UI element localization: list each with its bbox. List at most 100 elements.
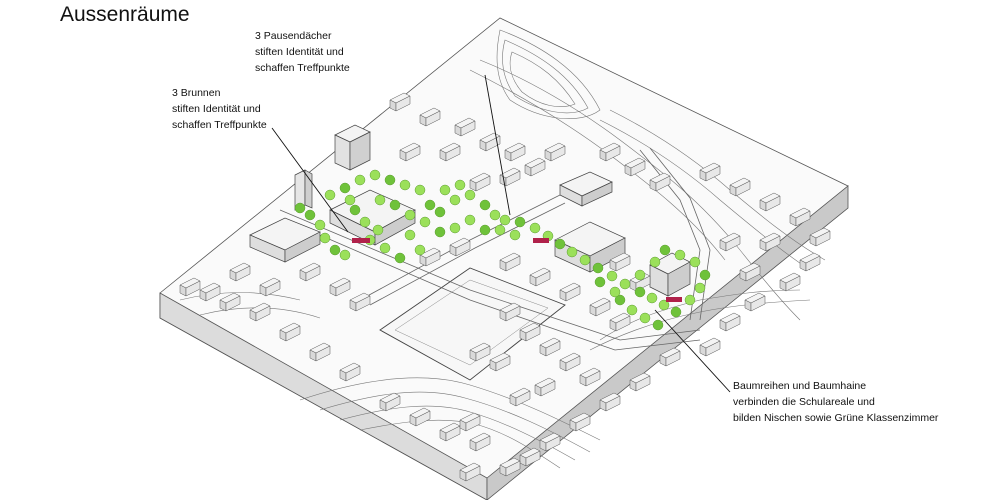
tree bbox=[339, 249, 351, 261]
house-wall bbox=[355, 295, 371, 312]
tree bbox=[329, 244, 341, 256]
house-wall bbox=[545, 340, 561, 357]
tree bbox=[349, 204, 361, 216]
tree bbox=[579, 254, 591, 266]
tree bbox=[670, 306, 682, 318]
tree bbox=[652, 319, 664, 331]
tree bbox=[434, 206, 446, 218]
sports-field bbox=[379, 267, 566, 381]
house-wall bbox=[545, 435, 561, 452]
tree bbox=[609, 286, 621, 298]
tree bbox=[659, 244, 671, 256]
house-wall bbox=[815, 230, 831, 247]
house-wall bbox=[505, 460, 521, 477]
house-wall bbox=[530, 160, 546, 177]
annotation-line: schaffen Treffpunkte bbox=[172, 119, 267, 131]
annotation-line: stiften Identität und bbox=[172, 103, 261, 115]
tree bbox=[592, 262, 604, 274]
house-wall bbox=[405, 145, 421, 162]
house-wall bbox=[505, 255, 521, 272]
house-wall bbox=[465, 465, 481, 482]
house-wall bbox=[505, 170, 521, 187]
tree bbox=[489, 209, 501, 221]
tree bbox=[694, 282, 706, 294]
tree bbox=[479, 224, 491, 236]
house-wall bbox=[765, 235, 781, 252]
tree bbox=[404, 209, 416, 221]
pause-roof bbox=[533, 238, 549, 243]
tree bbox=[658, 299, 670, 311]
tree bbox=[424, 199, 436, 211]
house-wall bbox=[205, 285, 221, 302]
house-wall bbox=[635, 375, 651, 392]
annotation-line: bilden Nischen sowie Grüne Klassenzimmer bbox=[733, 412, 939, 424]
house-wall bbox=[495, 355, 511, 372]
house-wall bbox=[605, 145, 621, 162]
tree bbox=[394, 252, 406, 264]
house-wall bbox=[575, 415, 591, 432]
tree bbox=[359, 216, 371, 228]
house-wall bbox=[510, 145, 526, 162]
tree bbox=[369, 169, 381, 181]
house-wall bbox=[745, 265, 761, 282]
pause-roof bbox=[666, 297, 682, 302]
pause-roof bbox=[352, 238, 370, 243]
leader-line bbox=[484, 74, 511, 216]
tree bbox=[646, 292, 658, 304]
house-wall bbox=[335, 280, 351, 297]
tree bbox=[529, 222, 541, 234]
house-wall bbox=[515, 390, 531, 407]
pause-roofs bbox=[352, 238, 682, 302]
trees bbox=[294, 169, 711, 331]
house-wall bbox=[565, 355, 581, 372]
house-wall bbox=[735, 180, 751, 197]
house-wall bbox=[345, 365, 361, 382]
tree bbox=[449, 194, 461, 206]
house-wall bbox=[305, 265, 321, 282]
tree bbox=[626, 304, 638, 316]
tree bbox=[634, 269, 646, 281]
tree bbox=[684, 294, 696, 306]
annotation-line: Baumreihen und Baumhaine bbox=[733, 380, 867, 392]
house-wall bbox=[615, 315, 631, 332]
house-wall bbox=[615, 255, 631, 272]
house-wall bbox=[475, 435, 491, 452]
house-wall bbox=[725, 315, 741, 332]
page-title: Aussenräume bbox=[60, 3, 190, 26]
tree bbox=[354, 174, 366, 186]
house-wall bbox=[665, 350, 681, 367]
tree bbox=[554, 238, 566, 250]
annotation-line: verbinden die Schulareale und bbox=[733, 396, 875, 408]
house-wall bbox=[540, 380, 556, 397]
house-wall bbox=[445, 145, 461, 162]
tree bbox=[479, 199, 491, 211]
house-wall bbox=[655, 175, 671, 192]
tree bbox=[449, 222, 461, 234]
tree bbox=[304, 209, 316, 221]
tree bbox=[566, 246, 578, 258]
tree bbox=[674, 249, 686, 261]
house-wall bbox=[595, 300, 611, 317]
house-wall bbox=[630, 160, 646, 177]
house-wall bbox=[705, 340, 721, 357]
house-wall bbox=[550, 145, 566, 162]
house-wall bbox=[235, 265, 251, 282]
annotation-line: 3 Brunnen bbox=[172, 87, 221, 99]
house-wall bbox=[805, 255, 821, 272]
tree bbox=[509, 229, 521, 241]
tree bbox=[399, 179, 411, 191]
tree bbox=[514, 216, 526, 228]
house-wall bbox=[395, 95, 411, 112]
house-wall bbox=[535, 270, 551, 287]
house-wall bbox=[315, 345, 331, 362]
tree bbox=[606, 270, 618, 282]
tree bbox=[314, 219, 326, 231]
house-wall bbox=[785, 275, 801, 292]
tree bbox=[639, 312, 651, 324]
tree bbox=[634, 286, 646, 298]
annotation-line: 3 Pausendächer bbox=[255, 30, 332, 42]
house-wall bbox=[255, 305, 271, 322]
house-wall bbox=[465, 415, 481, 432]
leader-line bbox=[654, 309, 731, 393]
